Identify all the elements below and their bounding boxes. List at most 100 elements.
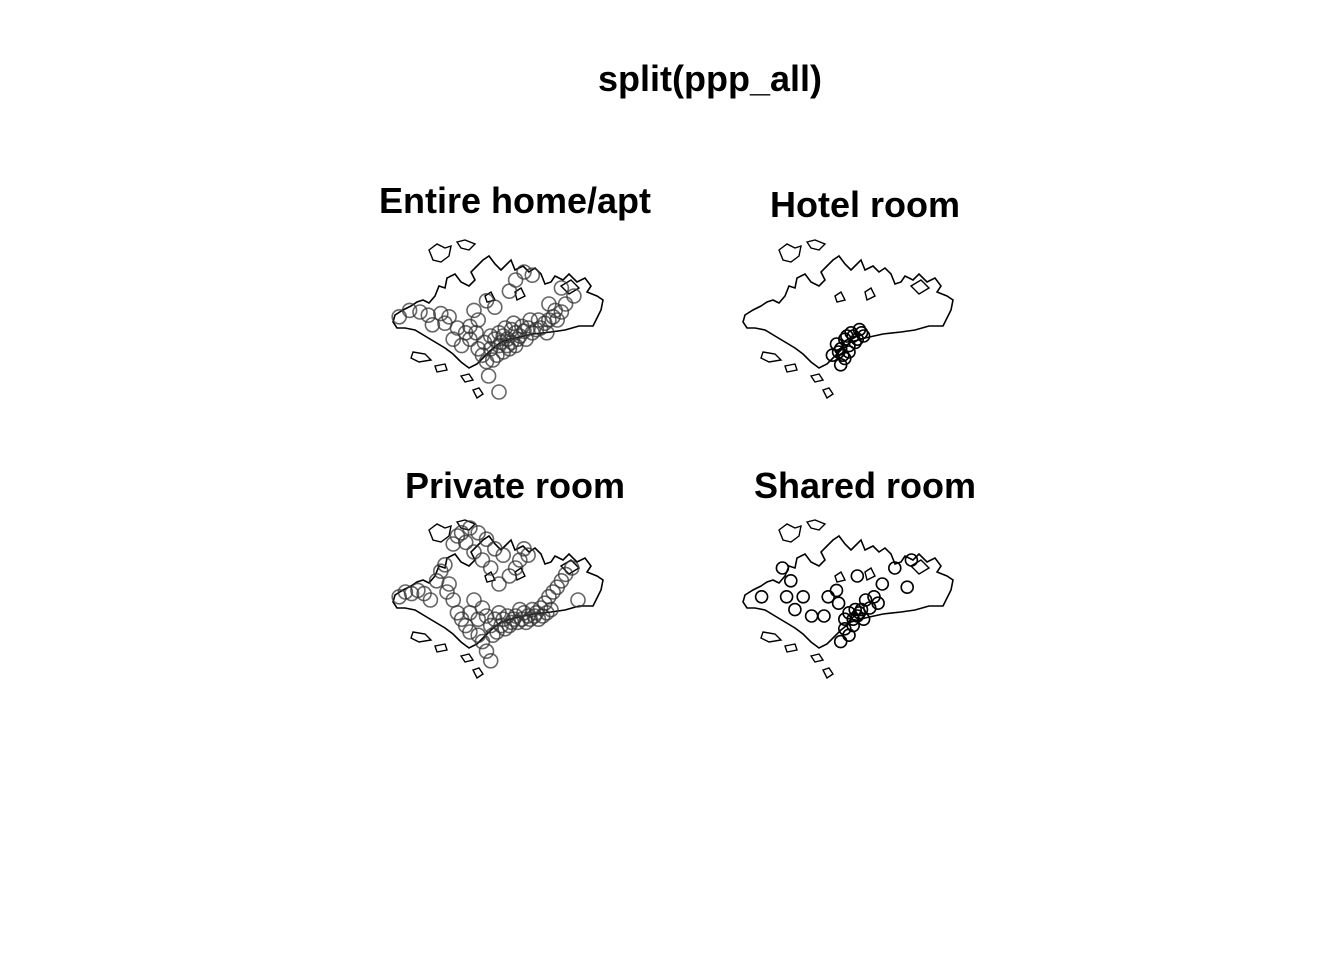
point [466,592,482,608]
point [437,556,453,573]
chart-title: split(ppp_all) [598,58,822,99]
point [433,305,449,322]
point [482,560,499,576]
island-outline [428,243,452,263]
point-pattern [754,553,919,649]
window-outline [392,519,604,680]
point [566,288,582,304]
point [474,552,491,568]
point [564,560,580,576]
point [476,334,493,351]
point [512,552,528,568]
island-outline [459,653,475,663]
island-outline [784,643,798,653]
point [831,596,846,610]
point [480,368,497,384]
point [401,302,418,319]
island-outline [472,387,484,400]
point-pattern [391,520,586,669]
panel-plot [391,239,604,400]
point [854,326,869,340]
panel-title: Shared room [753,465,977,506]
point [904,553,919,567]
point [397,584,414,600]
point [856,612,871,626]
island-outline [760,631,783,643]
island-outline [559,279,581,295]
point [491,384,507,400]
point [858,593,873,607]
point [505,315,522,331]
point [545,584,561,600]
island-outline [864,566,876,582]
point [462,624,478,640]
point [485,352,501,368]
mainland-outline [742,534,954,649]
panel-plot [742,239,954,400]
point [543,601,559,618]
panel-title: Private room [404,465,626,506]
island-outline [428,523,452,543]
island-outline [809,653,825,663]
point [557,296,574,312]
window-outline [742,239,954,400]
point [424,317,441,333]
point [825,348,840,362]
point [482,653,499,669]
island-outline [760,351,783,363]
point [829,583,844,598]
mainland-outline [742,254,954,369]
panel-title: Hotel room [769,184,960,225]
point [453,337,470,354]
point [524,267,541,284]
island-outline [834,570,847,583]
point [821,590,835,604]
point [520,320,536,336]
point [420,307,437,323]
point [478,608,495,624]
point [888,561,902,575]
point [553,304,570,320]
island-outline [784,363,798,373]
mainland-outline [392,254,604,369]
point [518,331,534,347]
point [491,576,507,592]
point [817,609,831,623]
point-pattern [391,264,582,400]
point [516,264,532,280]
point [520,547,536,564]
island-outline [472,667,484,680]
island-outline [909,279,931,295]
island-outline [778,523,802,543]
island-outline [805,519,827,531]
point [900,580,914,594]
point [844,326,858,340]
point [497,621,513,637]
point [462,605,478,621]
island-outline [822,387,834,400]
point [441,576,457,592]
point [856,329,871,343]
point [478,531,495,548]
point [530,312,547,328]
point [838,622,852,636]
island-outline [864,286,876,302]
point [466,302,482,319]
point [437,315,453,331]
point [850,569,865,583]
point [495,547,511,564]
point [796,590,810,604]
point [754,590,769,604]
point [501,341,518,357]
island-outline [778,243,802,263]
point [422,592,439,608]
point [466,544,482,560]
point [779,590,794,604]
island-outline [434,643,448,653]
panel-title: Entire home/apt [378,180,652,221]
point [848,602,862,617]
island-outline [484,570,497,583]
point [775,561,790,575]
point [509,331,526,347]
point [541,589,557,605]
